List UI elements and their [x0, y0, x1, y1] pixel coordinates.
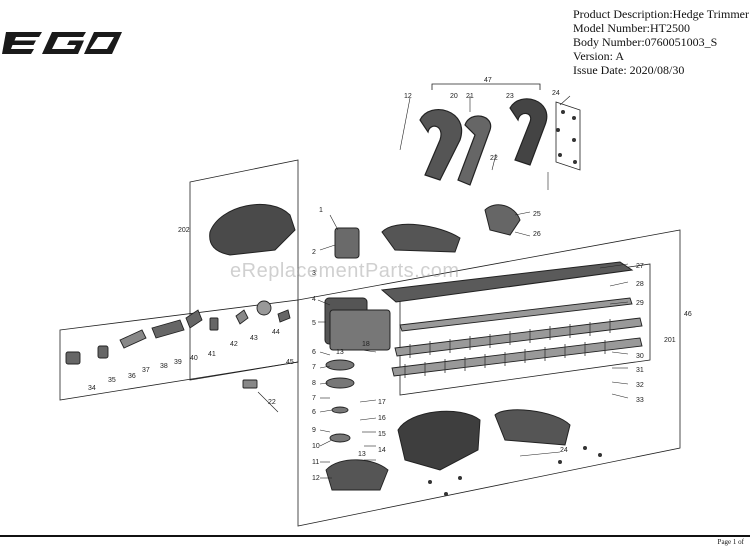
callout-label: 14: [378, 447, 386, 454]
callout-label: 33: [636, 397, 644, 404]
footer-divider: [0, 535, 750, 537]
callout-label: 1: [319, 207, 323, 214]
callout-label: 6: [312, 409, 316, 416]
gear-base-part: [325, 359, 389, 491]
callout-label: 9: [312, 427, 316, 434]
callout-label: 38: [160, 363, 168, 370]
callout-labels: 1 2 3 4 5 6 7 8 7 6 9 10 11 12 13 14 15 …: [88, 77, 692, 482]
callout-label: 23: [506, 93, 514, 100]
callout-label: 11: [312, 459, 319, 466]
callout-label: 17: [378, 399, 386, 406]
callout-label: 26: [533, 231, 541, 238]
callout-label: 35: [108, 377, 116, 384]
version: Version: A: [573, 49, 624, 63]
callout-label: 18: [362, 341, 370, 348]
group-46-outline: [297, 229, 681, 527]
callout-label: 31: [636, 367, 644, 374]
callout-label: 40: [190, 355, 198, 362]
body-number: Body Number:0760051003_S: [573, 35, 718, 49]
screws-24: [428, 110, 602, 496]
callout-label: 43: [250, 335, 258, 342]
callout-label: 28: [636, 281, 644, 288]
blade-cover-part: [380, 261, 634, 303]
blade-assembly-part: [391, 297, 643, 377]
callout-label: 12: [404, 93, 412, 100]
callout-label: 13: [336, 349, 344, 356]
blade-teeth: [404, 319, 611, 378]
callout-label: 7: [312, 364, 316, 371]
callout-label: 13: [358, 451, 366, 458]
callout-label: 15: [378, 431, 386, 438]
small-parts-row: [65, 300, 291, 389]
callout-label: 21: [466, 93, 474, 100]
callout-label: 30: [636, 353, 644, 360]
callout-label: 16: [378, 415, 386, 422]
callout-label: 45: [286, 359, 294, 366]
group-47-bracket: [431, 83, 541, 90]
callout-label: 32: [636, 382, 644, 389]
group-24-outline: [555, 101, 581, 171]
callout-label: 2: [312, 249, 316, 256]
callout-label: 3: [312, 270, 316, 277]
callout-label: 22: [490, 155, 498, 162]
callout-label: 29: [636, 300, 644, 307]
callout-label: 46: [684, 311, 692, 318]
callout-label: 12: [312, 475, 320, 482]
ego-logo: [2, 32, 122, 54]
callout-label: 6: [312, 349, 316, 356]
callout-label: 37: [142, 367, 150, 374]
model-number: Model Number:HT2500: [573, 21, 690, 35]
callout-label: 8: [312, 380, 316, 387]
callout-label: 44: [272, 329, 280, 336]
callout-label: 41: [208, 351, 216, 358]
front-housing-part: [397, 409, 571, 471]
callout-label: 4: [312, 296, 316, 303]
callout-label: 36: [128, 373, 136, 380]
callout-label: 24: [560, 447, 568, 454]
left-housing-part: [209, 203, 521, 256]
callout-label: 202: [178, 227, 190, 234]
callout-label: 7: [312, 395, 316, 402]
callout-label: 20: [450, 93, 458, 100]
callout-label: 25: [533, 211, 541, 218]
callout-label: 42: [230, 341, 238, 348]
rear-handle-part: [419, 98, 548, 186]
page-number: Page 1 of: [717, 538, 744, 546]
callout-label: 39: [174, 359, 182, 366]
callout-label: 10: [312, 443, 320, 450]
callout-label: 47: [484, 77, 492, 84]
callout-label: 22: [268, 399, 276, 406]
watermark: eReplacementParts.com: [230, 260, 460, 282]
callout-label: 201: [664, 337, 676, 344]
callout-label: 5: [312, 320, 316, 327]
motor-part: [324, 227, 391, 351]
product-description: Product Description:Hedge Trimmer: [573, 7, 749, 21]
callout-label: 27: [636, 263, 644, 270]
callout-label: 24: [552, 90, 560, 97]
callout-label: 34: [88, 385, 96, 392]
issue-date: Issue Date: 2020/08/30: [573, 63, 685, 77]
